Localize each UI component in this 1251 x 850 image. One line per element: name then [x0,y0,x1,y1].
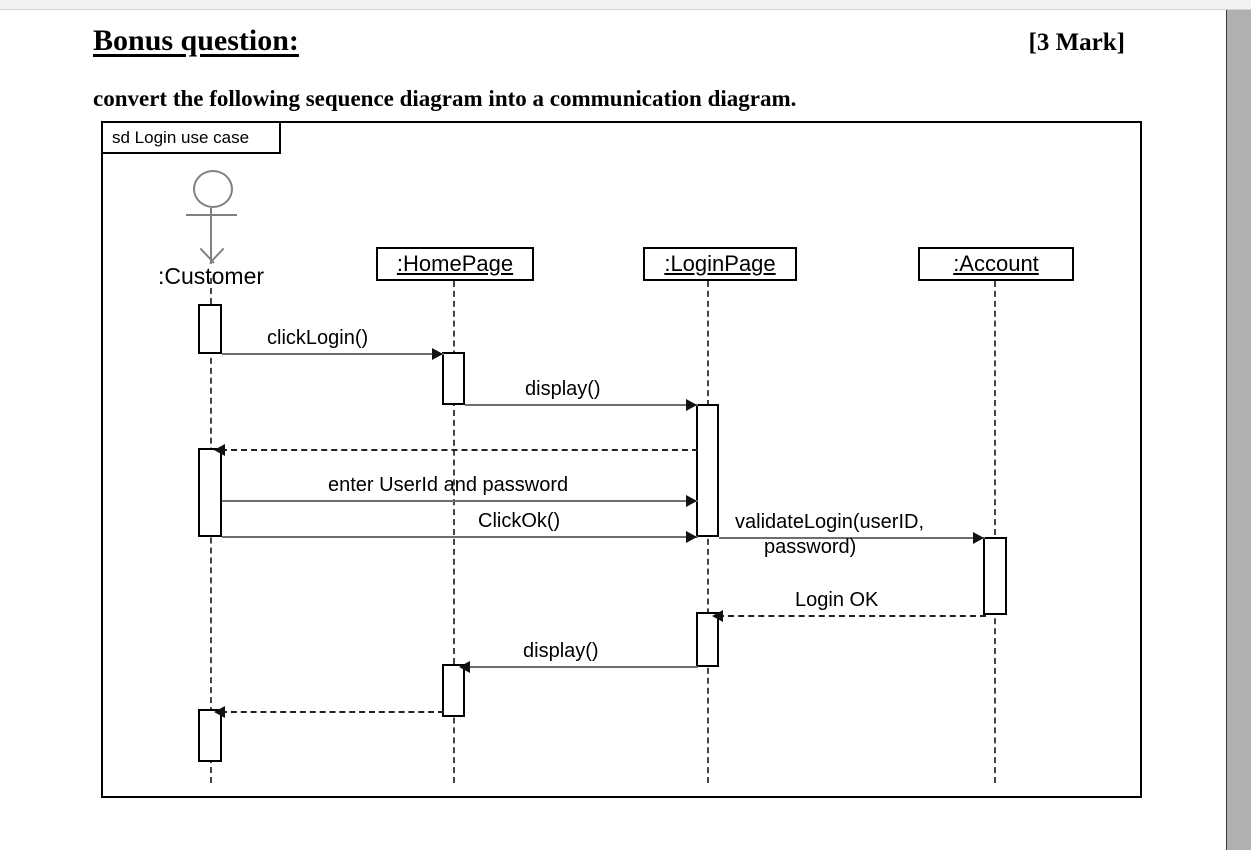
vertical-scrollbar[interactable] [1226,10,1251,850]
arrowhead-return-loginpage-customer [214,444,225,456]
message-line-display-1 [465,404,698,406]
activation-bar-homepage-2 [442,664,465,717]
message-label-display-1: display() [525,378,601,400]
message-label-clickok: ClickOk() [478,510,561,532]
activation-bar-loginpage-2 [696,612,719,667]
message-label-validatelogin-line2: password) [764,536,857,558]
page-title: Bonus question: [93,24,299,57]
lifeline-stem-account [994,281,996,783]
activation-bar-customer-1 [198,304,222,354]
document-page: Bonus question: [3 Mark] convert the fol… [0,10,1226,850]
question-header: Bonus question: [3 Mark] [93,24,1133,68]
message-line-clicklogin [222,353,444,355]
activation-bar-account-1 [983,537,1007,615]
marks-badge: [3 Mark] [1028,29,1126,56]
window-top-band [0,0,1251,10]
actor-body-icon [210,208,212,264]
message-label-display-2: display() [523,640,599,662]
sequence-diagram-frame: sd Login use case :Customer :HomePage :L… [101,121,1142,798]
lifeline-stem-homepage [453,281,455,783]
frame-label-text: sd Login use case [112,127,250,147]
message-label-clicklogin: clickLogin() [267,327,369,349]
arrowhead-enter-credentials [686,495,697,507]
message-line-clickok [222,536,698,538]
actor-arms-icon [186,214,237,216]
lifeline-box-homepage[interactable]: :HomePage [376,247,534,281]
arrowhead-clickok [686,531,697,543]
message-label-loginok: Login OK [795,589,879,611]
lifeline-box-loginpage[interactable]: :LoginPage [643,247,797,281]
message-line-display-2 [465,666,698,668]
message-line-return-homepage-customer [221,711,444,713]
lifeline-label-loginpage: :LoginPage [664,251,776,276]
arrowhead-display-2 [459,661,470,673]
lifeline-box-account[interactable]: :Account [918,247,1074,281]
message-line-return-loginpage-customer [221,449,698,451]
arrowhead-return-homepage-customer [214,706,225,718]
activation-bar-customer-2 [198,448,222,537]
lifeline-label-account: :Account [953,251,1039,276]
lifeline-label-homepage: :HomePage [396,251,514,276]
actor-head-icon [193,170,233,208]
arrowhead-clicklogin [432,348,443,360]
instruction-text: convert the following sequence diagram i… [93,86,797,111]
message-line-loginok [718,615,986,617]
message-line-validatelogin [719,537,985,539]
message-label-enter-credentials: enter UserId and password [328,474,569,496]
activation-bar-homepage-1 [442,352,465,405]
activation-bar-loginpage-1 [696,404,719,537]
arrowhead-loginok [712,610,723,622]
arrowhead-validatelogin [973,532,984,544]
message-label-validatelogin-line1: validateLogin(userID, [735,511,924,533]
message-line-enter-credentials [222,500,698,502]
frame-label-box: sd Login use case [103,123,281,154]
arrowhead-display-1 [686,399,697,411]
sequence-diagram-canvas: :Customer :HomePage :LoginPage :Account [103,123,1140,796]
